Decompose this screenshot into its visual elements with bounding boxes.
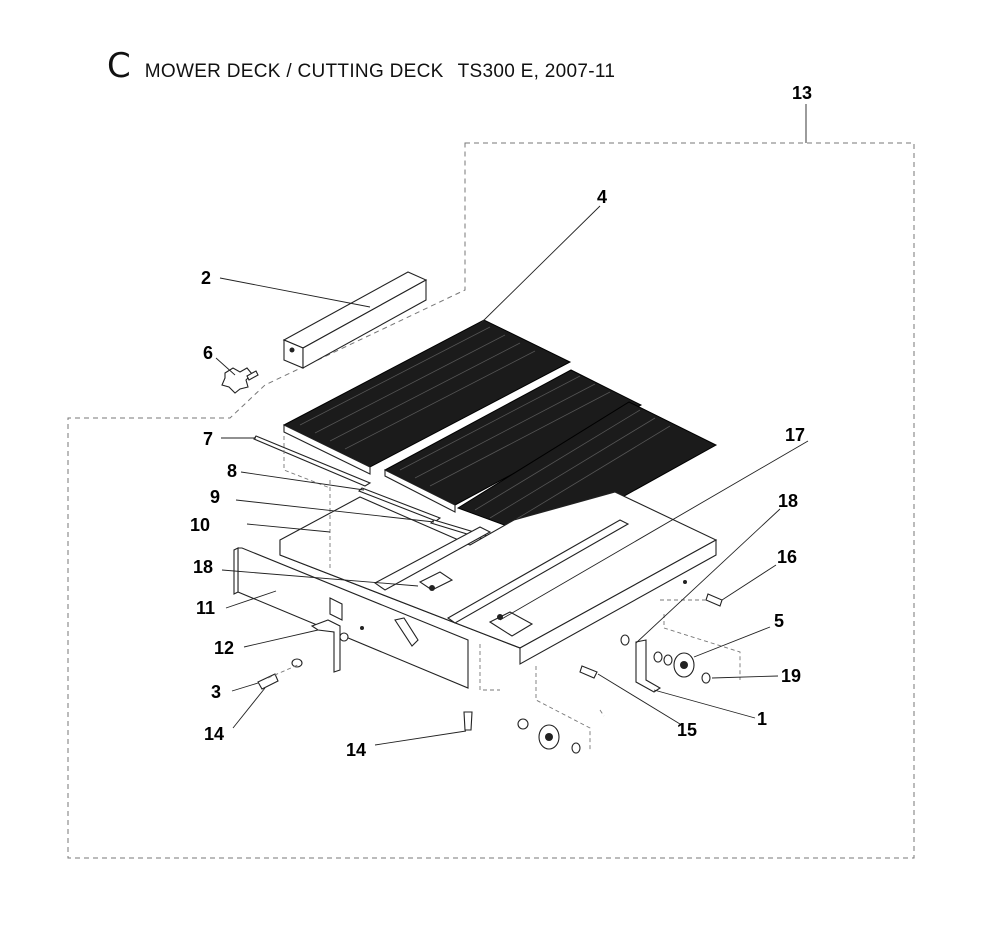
callout-13: 13 [792,83,812,103]
deck-table [279,491,718,665]
bracket-12 [310,619,349,673]
top-bar [282,271,428,369]
callout-11: 11 [196,598,215,618]
guide-lines [267,436,741,752]
callout-1: 1 [757,709,767,729]
leader-lines [215,104,809,746]
callout-6: 6 [203,343,213,363]
diagram-header: C MOWER DECK / CUTTING DECK TS300 E, 200… [107,46,615,86]
callout-8: 8 [227,461,237,481]
star-knob [221,367,259,394]
callout-16: 16 [777,547,797,567]
section-letter: C [107,46,131,86]
wheel-assembly-lower [517,718,581,754]
callout-2: 2 [201,268,211,288]
diagram-title: MOWER DECK / CUTTING DECK [144,61,444,82]
bolt-3 [257,658,303,690]
callout-7: 7 [203,429,213,449]
callout-10: 10 [190,515,210,535]
callout-14-bottom: 14 [346,740,366,760]
callout-19: 19 [781,666,801,686]
rubber-pads [282,319,718,541]
model-label: TS300 E, 2007-11 [457,61,616,82]
callout-labels: 13 4 2 6 7 8 9 10 17 18 18 16 11 5 12 19… [190,83,812,760]
bolt-14 [463,711,473,731]
callout-18-left: 18 [193,557,213,577]
callout-12: 12 [214,638,234,658]
callout-14-left: 14 [204,724,224,744]
callout-15: 15 [677,720,697,740]
callout-3: 3 [211,682,221,702]
callout-9: 9 [210,487,220,507]
callout-18-right: 18 [778,491,798,511]
callout-17: 17 [785,425,805,445]
callout-5: 5 [774,611,784,631]
wheel-assembly-right [620,593,723,693]
assembly-boundary [67,142,915,859]
bolt-15 [579,665,598,679]
callout-4: 4 [597,187,607,207]
